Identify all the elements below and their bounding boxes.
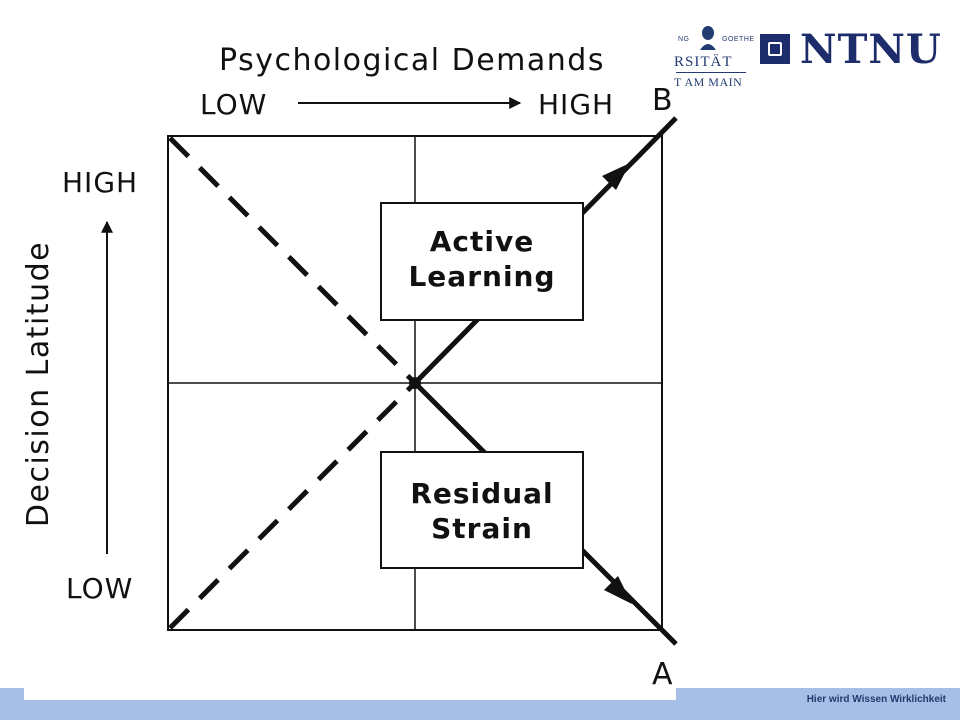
residual-strain-line1: Residual (410, 477, 553, 510)
x-axis-title: Psychological Demands (219, 43, 605, 78)
goethe-logo-text-right: GOETHE (722, 36, 755, 43)
arrowhead-to-b (602, 163, 630, 190)
y-axis-title: Decision Latitude (21, 241, 56, 527)
residual-strain-box (380, 451, 584, 569)
ntnu-mark-icon (760, 34, 790, 64)
goethe-logo-text-left: NG (678, 36, 690, 43)
x-axis-low-label: LOW (200, 88, 267, 121)
dashed-diagonal-top-left (168, 136, 415, 383)
goethe-logo-line2: T AM MAIN (674, 75, 743, 89)
dashed-diagonal-bottom-left (168, 383, 415, 630)
footer-white-strip (24, 688, 676, 700)
active-learning-line1: Active (430, 225, 535, 258)
active-learning-line2: Learning (408, 260, 555, 293)
goethe-university-logo: NG GOETHE RSITÄT T AM MAIN (672, 20, 754, 89)
y-axis-low-label: LOW (66, 572, 133, 605)
ntnu-logo: NTNU (760, 26, 950, 73)
diagonal-b-label: B (652, 83, 673, 118)
ntnu-wordmark: NTNU (800, 26, 942, 73)
x-axis-high-label: HIGH (538, 88, 614, 121)
goethe-portrait-icon (700, 26, 716, 50)
y-axis-high-label: HIGH (62, 166, 138, 199)
residual-strain-line2: Strain (431, 512, 533, 545)
arrowhead-to-a (604, 576, 632, 604)
active-learning-box (380, 202, 584, 321)
footer-tagline: Hier wird Wissen Wirklichkeit (806, 694, 946, 705)
goethe-logo-line1: RSITÄT (674, 54, 733, 70)
goethe-logo-rule (676, 72, 746, 73)
center-node (409, 377, 421, 389)
diagonal-a-label: A (652, 657, 673, 692)
